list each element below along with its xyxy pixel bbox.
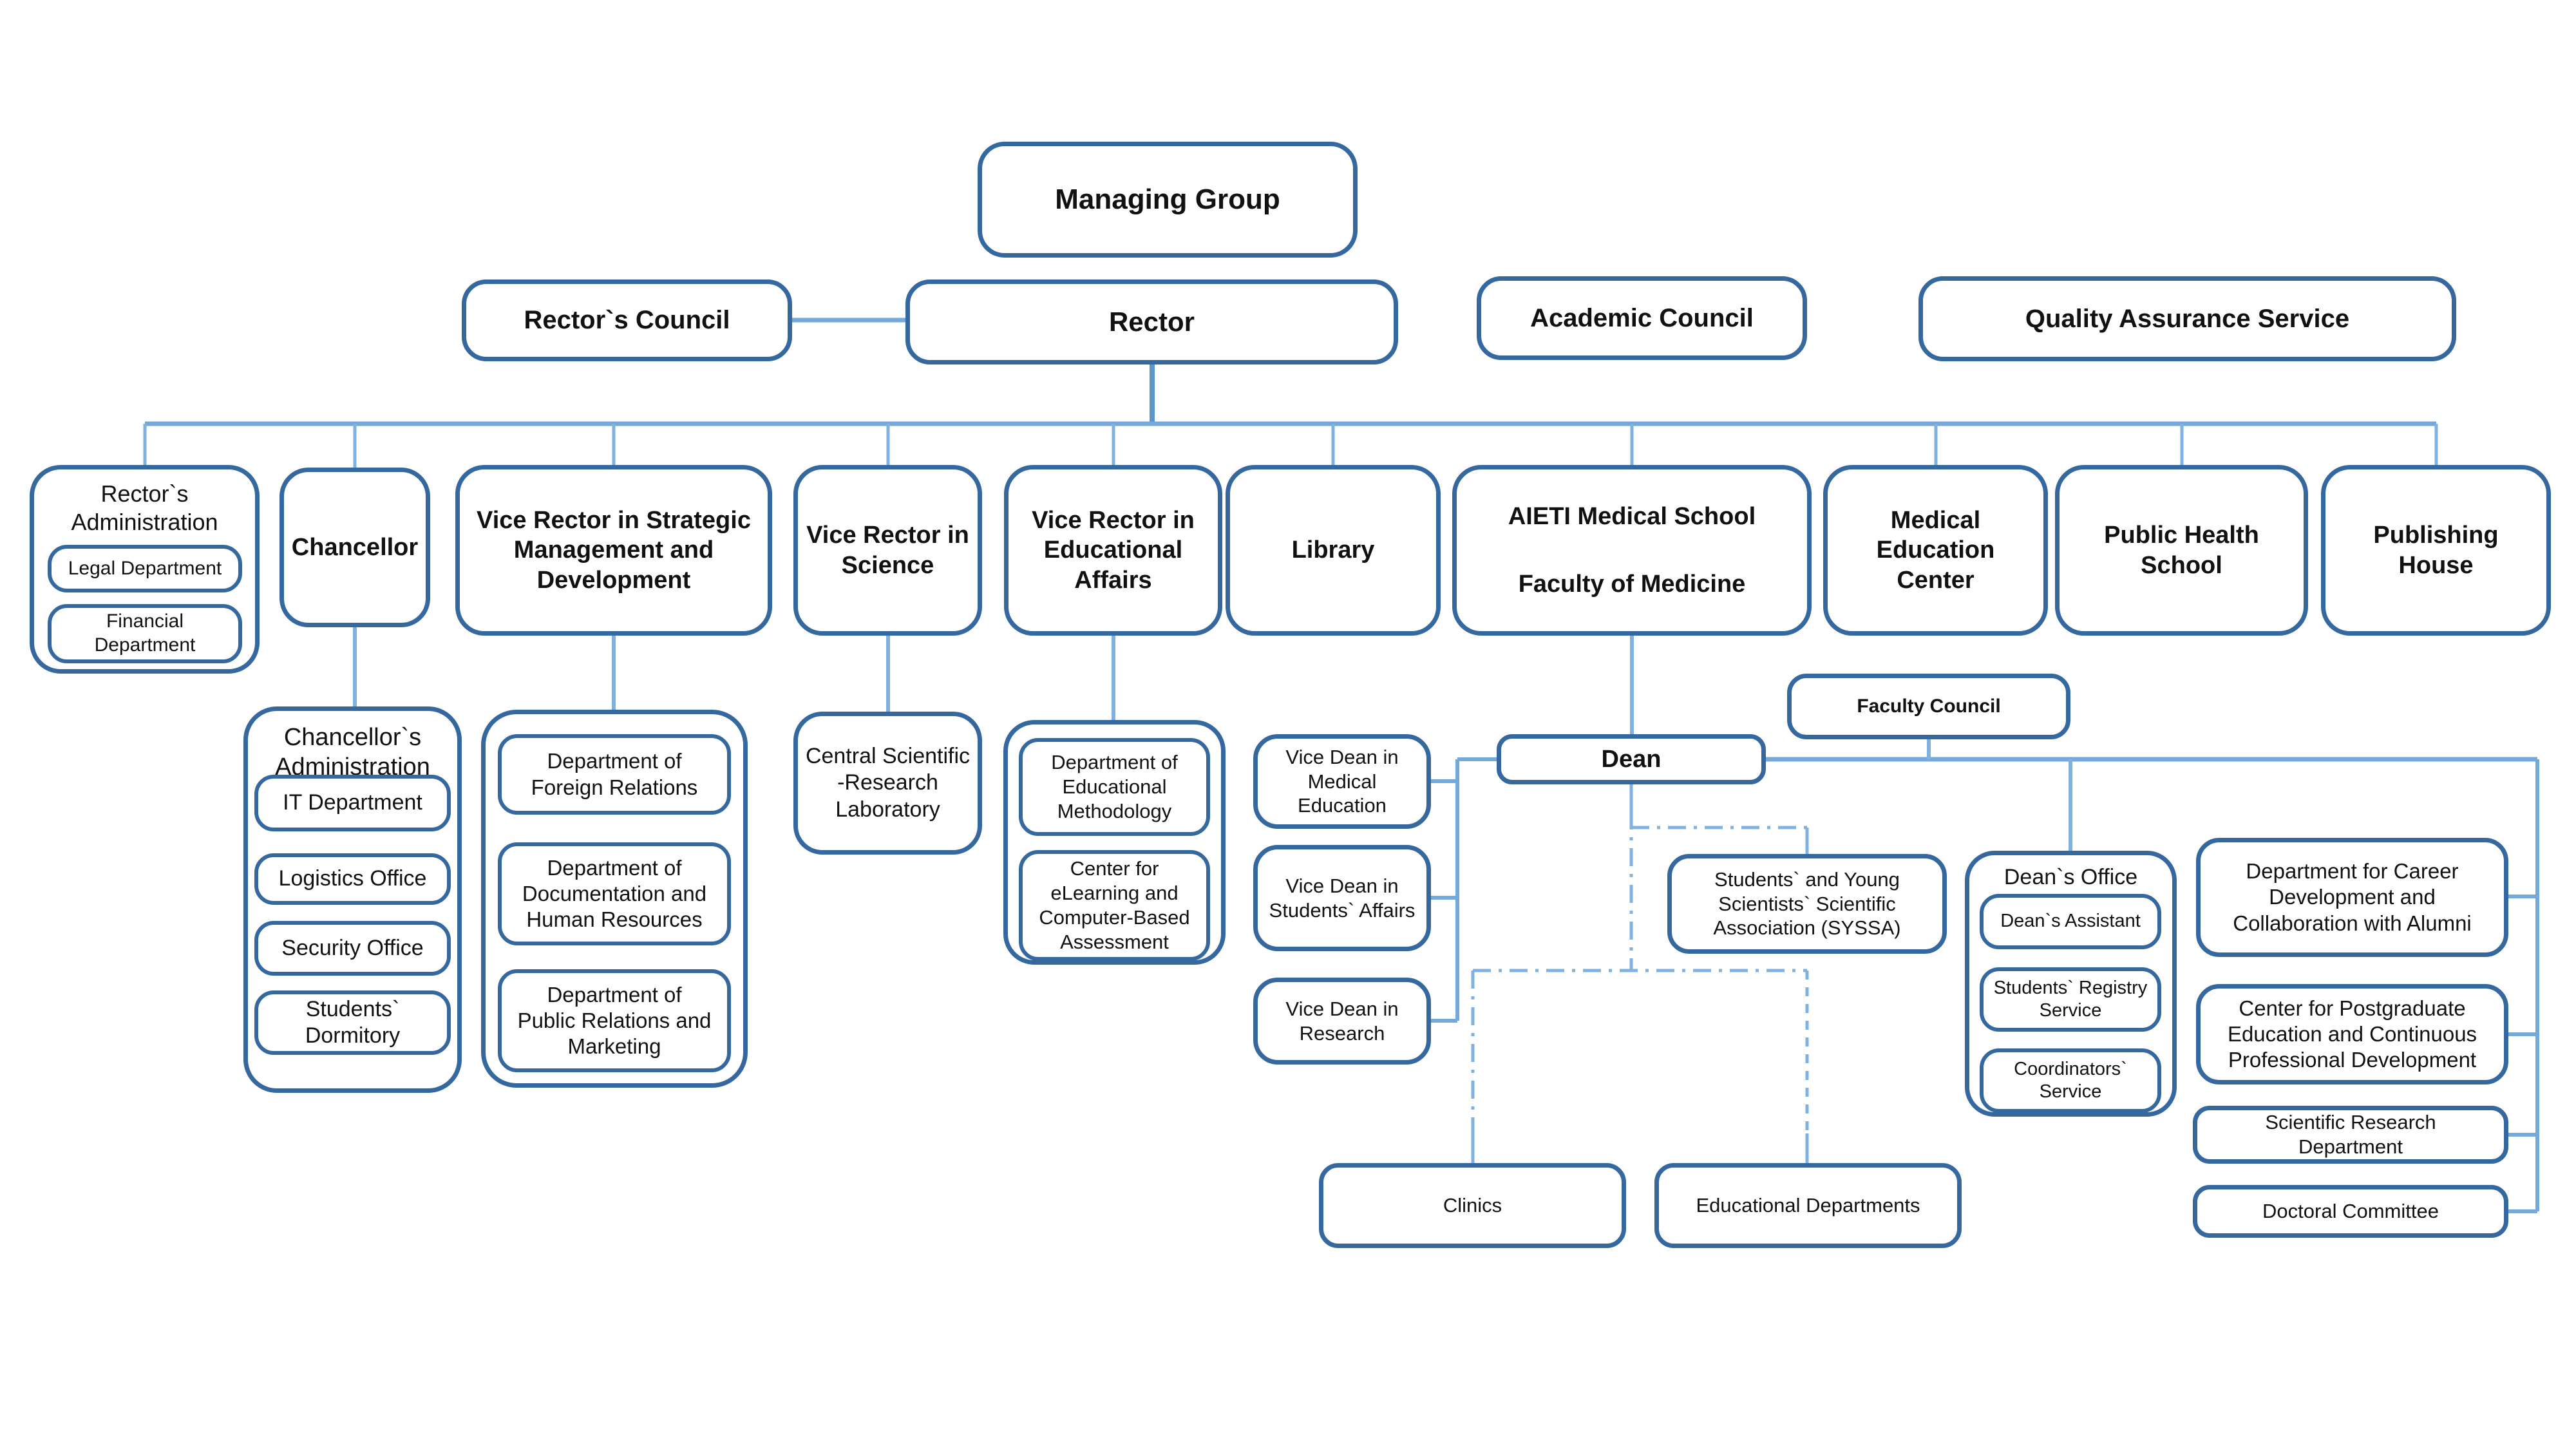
node-legal-department: Legal Department (48, 545, 242, 592)
chancellors-administration-title: Chancellor`s Administration (275, 724, 430, 781)
node-dept-documentation-hr: Department of Documentation and Human Re… (498, 842, 731, 945)
node-academic-council: Academic Council (1477, 276, 1807, 360)
rectors-administration-title: Rector`s Administration (71, 480, 218, 535)
node-logistics-office: Logistics Office (254, 853, 451, 905)
node-public-health-school: Public Health School (2055, 465, 2308, 636)
node-students-dormitory: Students` Dormitory (254, 990, 451, 1055)
node-aieti-medical-school: AIETI Medical School Faculty of Medicine (1452, 465, 1812, 636)
node-scientific-research-dept: Scientific Research Department (2193, 1106, 2508, 1164)
node-career-development: Department for Career Development and Co… (2196, 838, 2508, 957)
node-quality-assurance: Quality Assurance Service (1918, 276, 2456, 361)
node-vice-dean-research: Vice Dean in Research (1253, 978, 1431, 1065)
node-vice-dean-students-affairs: Vice Dean in Students` Affairs (1253, 845, 1431, 951)
node-medical-education-center: Medical Education Center (1823, 465, 2048, 636)
node-chancellor: Chancellor (279, 468, 430, 627)
node-deans-assistant: Dean`s Assistant (1980, 894, 2161, 949)
aieti-line2: Faculty of Medicine (1518, 570, 1746, 598)
deans-office-title: Dean`s Office (2003, 865, 2138, 889)
node-financial-department: Financial Department (48, 604, 242, 663)
node-faculty-council: Faculty Council (1787, 674, 2070, 739)
node-coordinators-service: Coordinators` Service (1980, 1048, 2161, 1113)
node-dean: Dean (1497, 734, 1766, 784)
aieti-line1: AIETI Medical School (1508, 503, 1756, 531)
node-security-office: Security Office (254, 921, 451, 976)
node-it-department: IT Department (254, 775, 451, 831)
node-center-elearning: Center for eLearning and Computer-Based … (1019, 850, 1210, 961)
node-rectors-council: Rector`s Council (462, 279, 792, 361)
node-clinics: Clinics (1319, 1163, 1626, 1248)
node-managing-group: Managing Group (978, 142, 1358, 258)
node-library: Library (1226, 465, 1441, 636)
node-students-registry: Students` Registry Service (1980, 967, 2161, 1032)
node-publishing-house: Publishing House (2321, 465, 2551, 636)
node-educational-departments: Educational Departments (1654, 1163, 1962, 1248)
node-dept-educational-methodology: Department of Educational Methodology (1019, 738, 1210, 836)
node-vice-rector-science: Vice Rector in Science (793, 465, 982, 636)
node-dept-foreign-relations: Department of Foreign Relations (498, 734, 731, 815)
node-vice-dean-medical-education: Vice Dean in Medical Education (1253, 734, 1431, 829)
node-rector: Rector (905, 279, 1398, 365)
node-vice-rector-strategic: Vice Rector in Strategic Management and … (455, 465, 772, 636)
node-central-lab: Central Scientific -Research Laboratory (793, 712, 982, 855)
node-syssa: Students` and Young Scientists` Scientif… (1667, 854, 1947, 954)
node-postgraduate-center: Center for Postgraduate Education and Co… (2196, 984, 2508, 1084)
node-doctoral-committee: Doctoral Committee (2193, 1185, 2508, 1238)
node-dept-public-relations: Department of Public Relations and Marke… (498, 969, 731, 1072)
node-vice-rector-educational: Vice Rector in Educational Affairs (1004, 465, 1222, 636)
